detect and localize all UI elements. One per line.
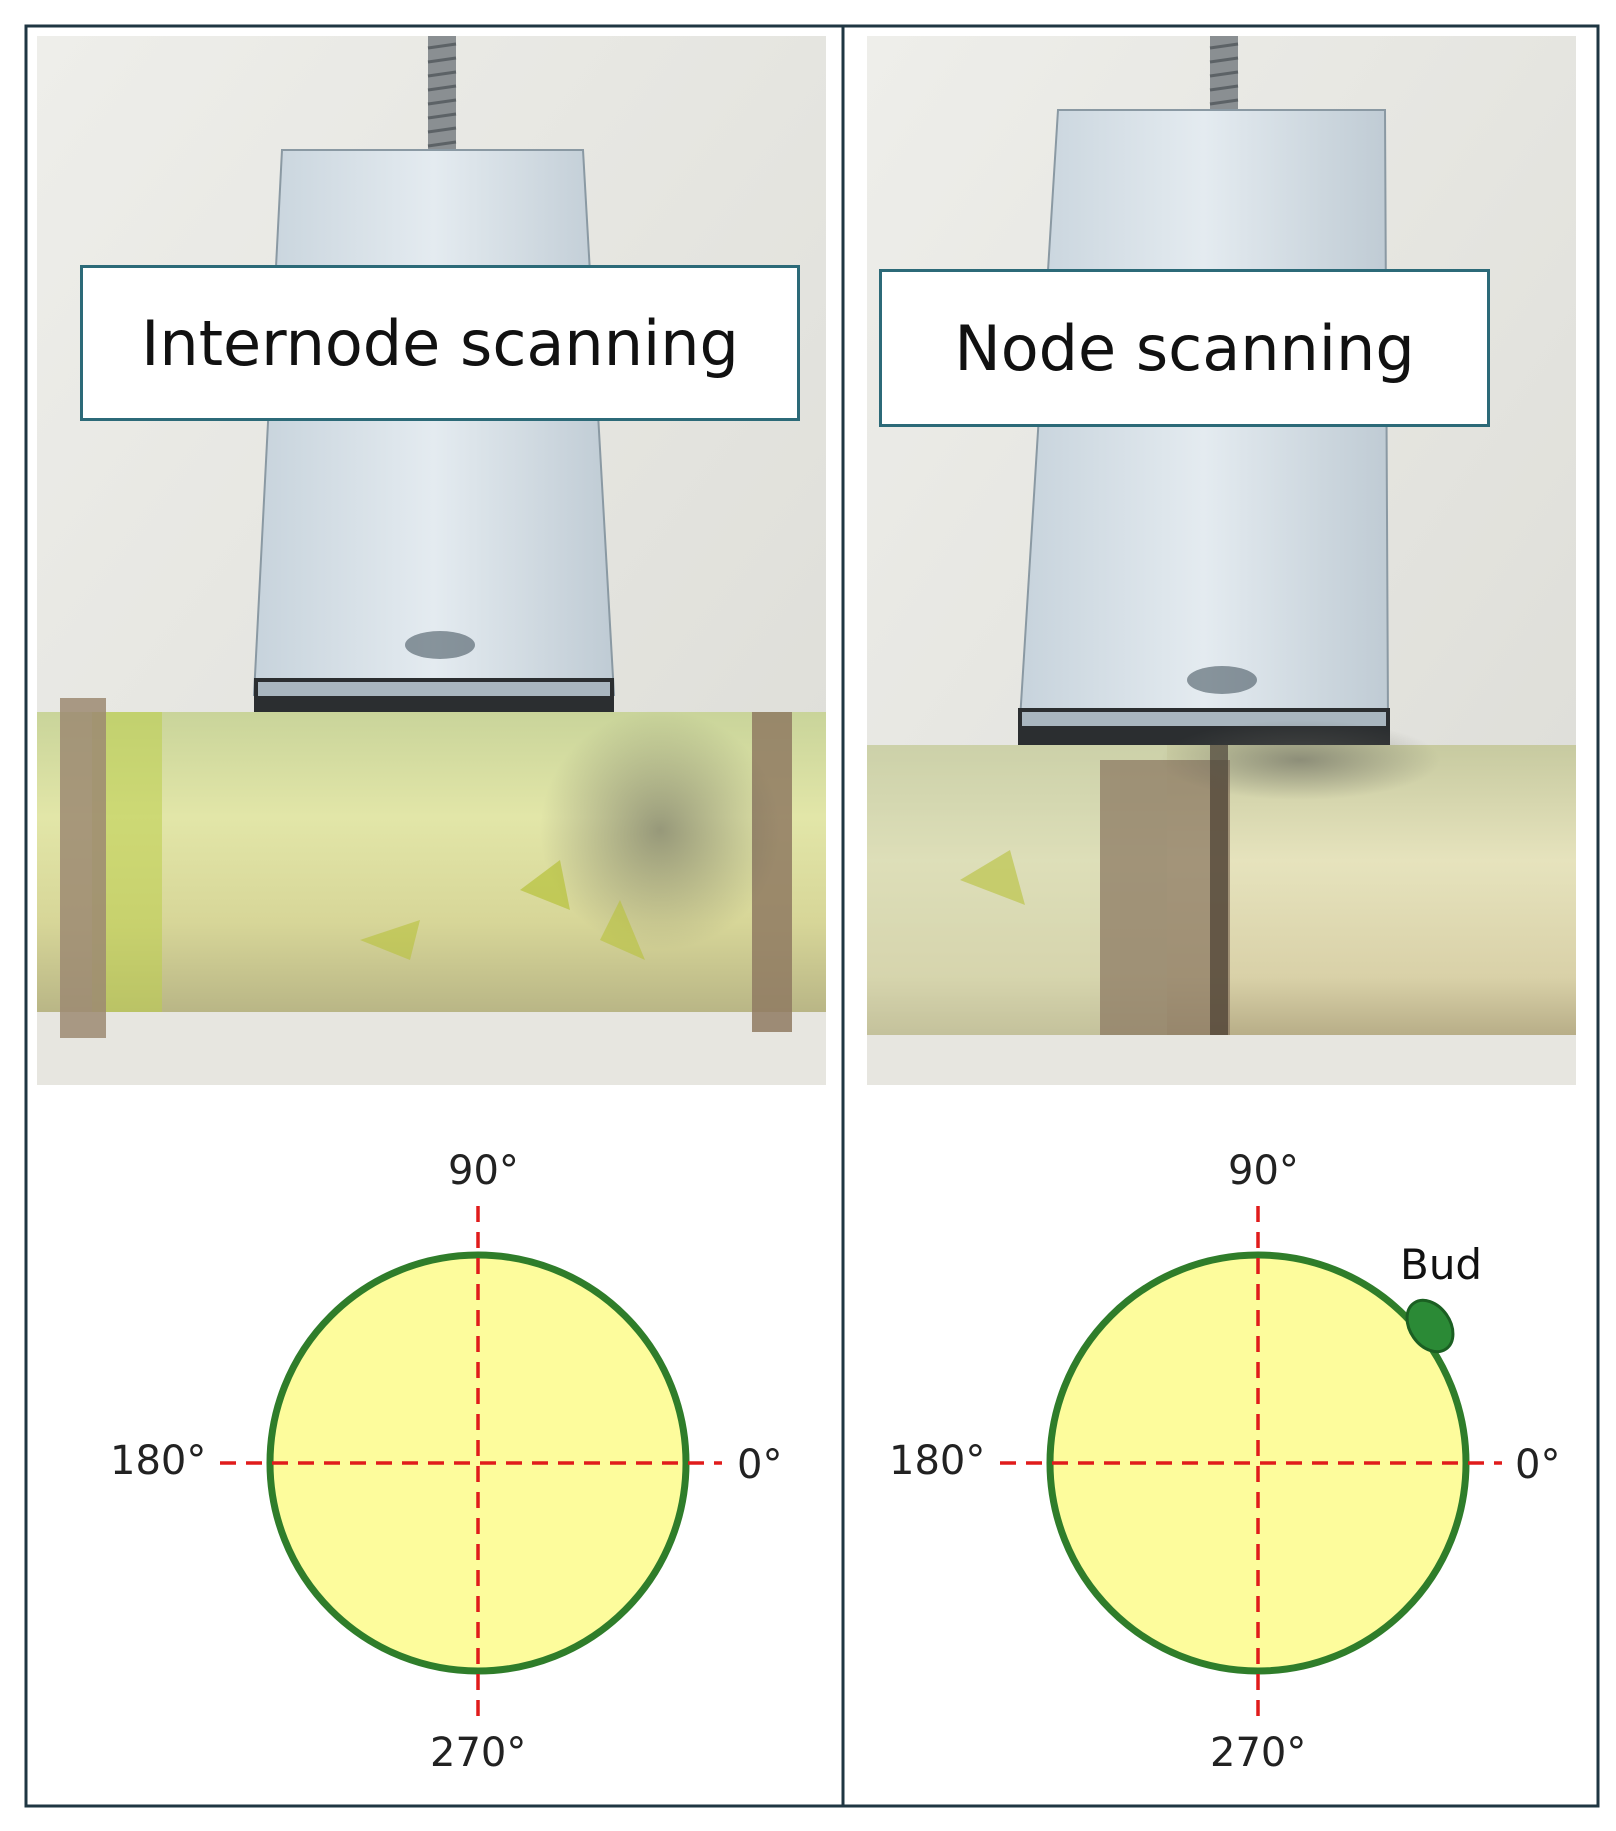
angle-90-label: 90° [448,1148,519,1194]
node-photo [867,36,1576,1085]
internode-title: Internode scanning [80,265,800,421]
internode-photo [37,36,826,1085]
angle-0-label: 0° [1515,1442,1561,1488]
sensor-box-icon [252,149,616,696]
threaded-rod [428,36,456,154]
angle-90-label: 90° [1228,1148,1299,1194]
node-cross-section [1000,1206,1502,1720]
bud-icon [1405,1298,1455,1354]
angle-180-label: 180° [889,1438,986,1484]
internode-cross-section [220,1206,722,1720]
angle-0-label: 0° [737,1442,783,1488]
stalk-cross-section [1046,1251,1470,1675]
angle-180-label: 180° [110,1438,207,1484]
bud-label: Bud [1400,1240,1483,1289]
node-title: Node scanning [879,269,1490,427]
stalk-cross-section [266,1251,690,1675]
angle-270-label: 270° [1210,1730,1307,1776]
angle-270-label: 270° [430,1730,527,1776]
